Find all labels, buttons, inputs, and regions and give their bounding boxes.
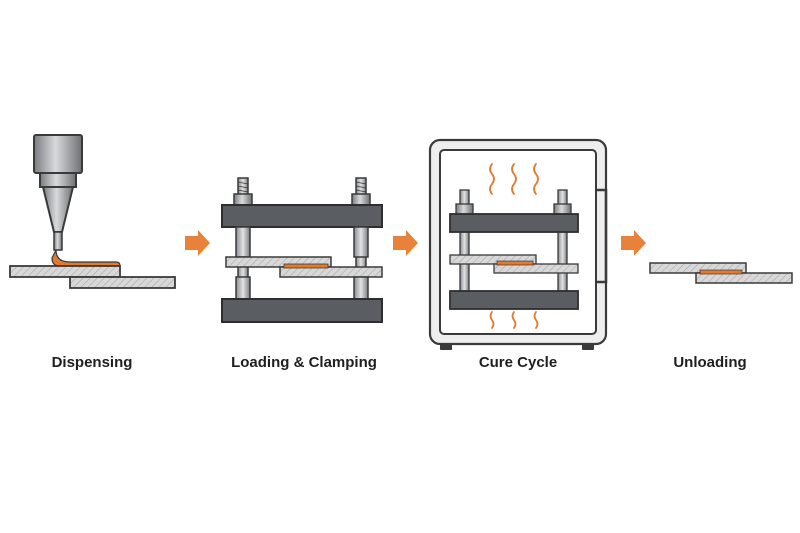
bonded-part bbox=[649, 262, 793, 284]
substrate-bottom bbox=[69, 276, 176, 289]
step-label-dispensing: Dispensing bbox=[51, 354, 133, 371]
flow-arrow-icon bbox=[621, 230, 646, 256]
oven-icon bbox=[428, 138, 608, 350]
heat-wave-icon bbox=[489, 163, 539, 329]
adhesive-bead bbox=[51, 249, 121, 267]
step-label-cure-cycle: Cure Cycle bbox=[478, 354, 558, 371]
substrate-top bbox=[9, 265, 121, 278]
dispenser-nozzle-icon bbox=[33, 134, 83, 251]
clamp-press-icon bbox=[221, 177, 383, 323]
step-label-unloading: Unloading bbox=[673, 354, 747, 371]
flow-arrow-icon bbox=[185, 230, 210, 256]
step-label-loading-clamping: Loading & Clamping bbox=[231, 354, 377, 371]
flow-arrow-icon bbox=[393, 230, 418, 256]
